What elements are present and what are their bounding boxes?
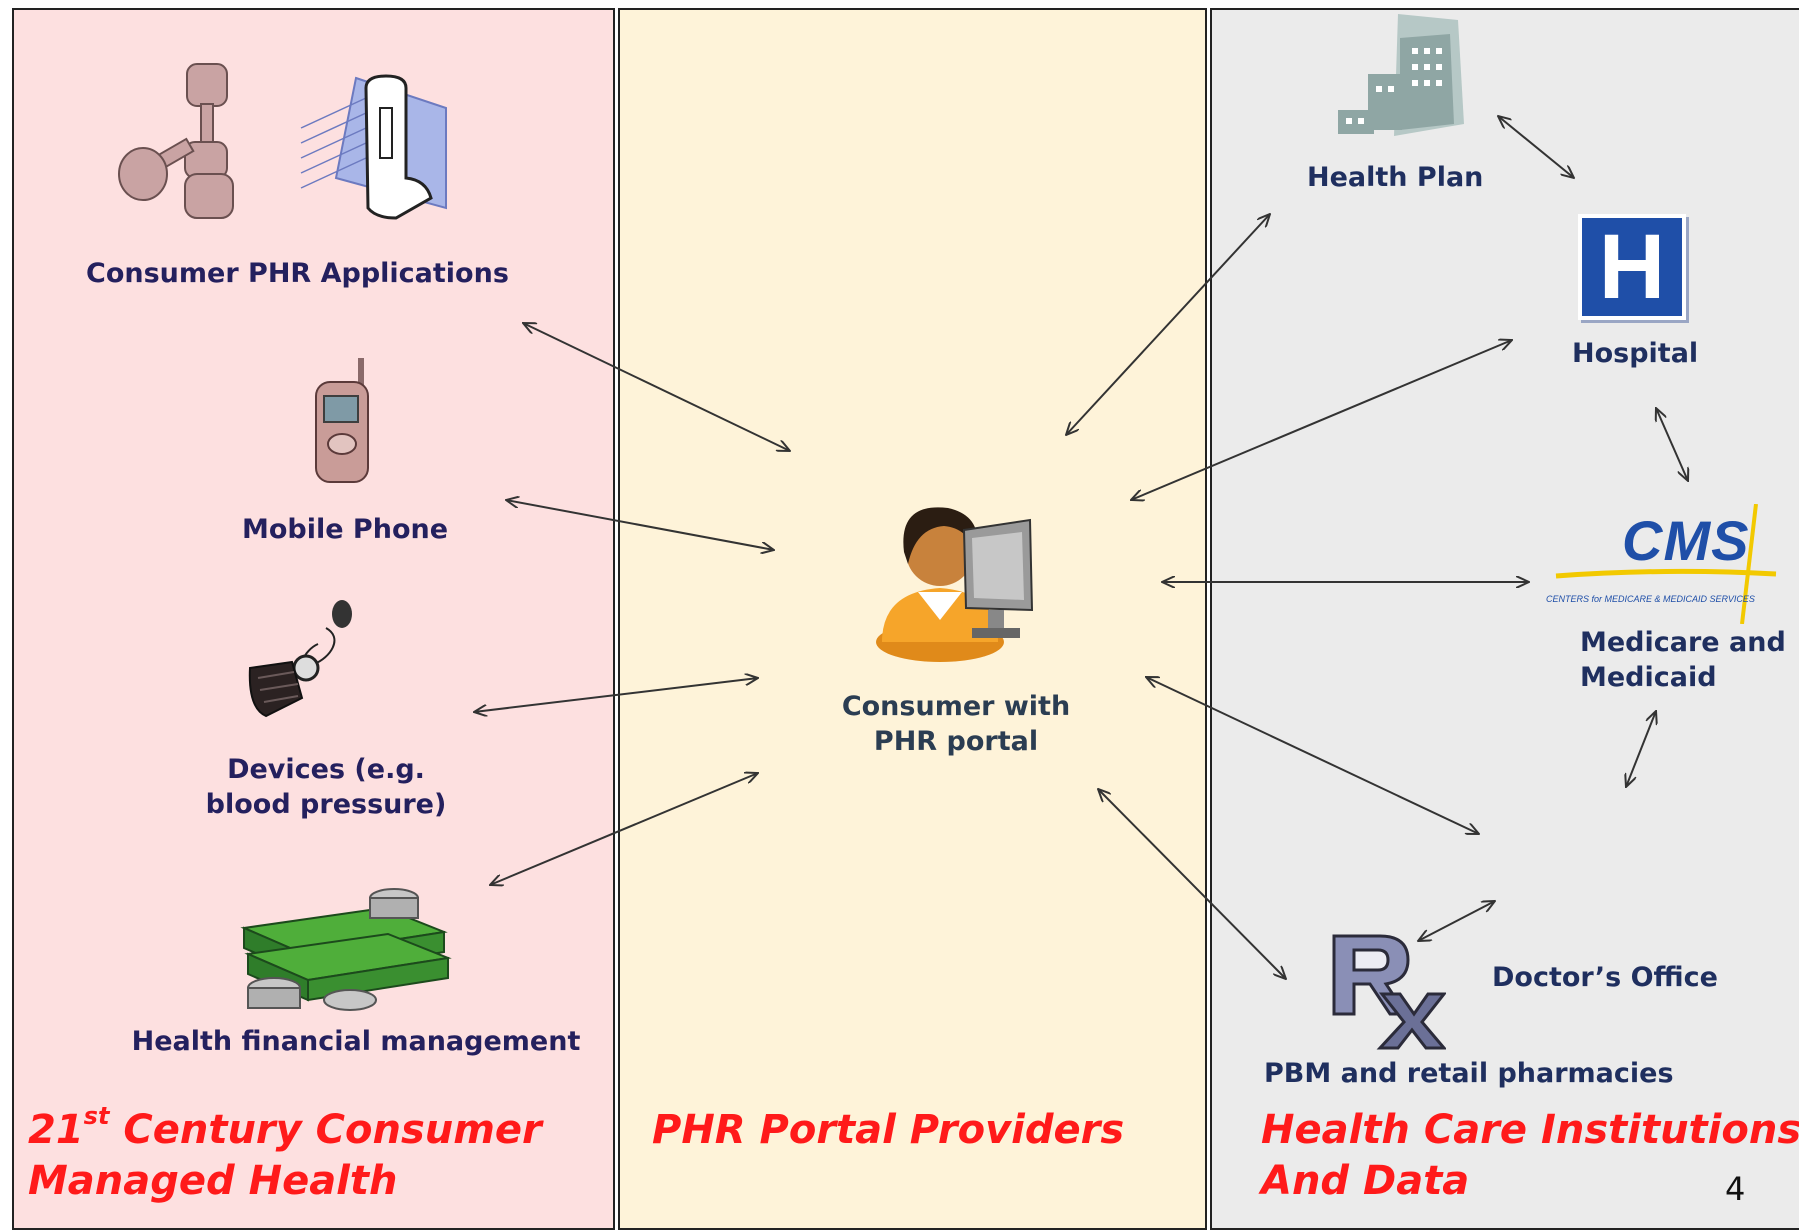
person-at-computer-icon — [876, 507, 1034, 662]
arrow-health-plan — [1066, 214, 1270, 435]
arrow-hospital — [1131, 340, 1512, 500]
mobile-phone-icon — [315, 358, 369, 483]
arrow-doctor — [1146, 677, 1479, 834]
left-heading-rest: Century Consumer — [109, 1107, 542, 1153]
arrow-apps — [523, 323, 790, 451]
right-column-heading-line1: Health Care Institutions — [1261, 1107, 1799, 1153]
cms-logo-icon: CMS CENTERS for MEDICARE & MEDICAID SERV… — [1546, 504, 1786, 624]
cms-logo-text: CMS — [1622, 509, 1750, 572]
left-column-heading-line1: 21st Century Consumer — [28, 1104, 542, 1156]
medicare-medicaid-label-line2: Medicaid — [1580, 662, 1717, 693]
middle-column-heading: PHR Portal Providers — [652, 1107, 1125, 1153]
mobile-phone-label: Mobile Phone — [241, 514, 449, 545]
devices-label-line2: blood pressure) — [205, 789, 447, 820]
hospital-h-letter: H — [1598, 216, 1666, 318]
left-heading-sup: st — [83, 1102, 110, 1130]
consumer-health-column — [12, 8, 615, 1230]
inhaler-icon — [300, 74, 447, 220]
health-plan-label: Health Plan — [1307, 162, 1484, 193]
health-financial-management-label: Health financial management — [131, 1026, 581, 1057]
dumbbell-icon — [118, 63, 234, 219]
institutions-column — [1210, 8, 1799, 1230]
health-plan-building-icon — [1338, 14, 1464, 136]
doctors-office-label: Doctor’s Office — [1492, 962, 1718, 993]
arrow-doctor-pharmacy — [1418, 901, 1495, 941]
arrow-financial — [490, 773, 758, 885]
consumer-with-phr-portal-label-line1: Consumer with — [841, 691, 1071, 722]
devices-label-line1: Devices (e.g. — [227, 754, 425, 785]
arrow-mobile — [506, 500, 774, 550]
right-column-heading-line2: And Data — [1261, 1158, 1470, 1204]
page-number: 4 — [1725, 1170, 1746, 1208]
left-column-heading-line2: Managed Health — [28, 1158, 398, 1204]
blood-pressure-cuff-icon — [248, 600, 352, 718]
consumer-phr-applications-label: Consumer PHR Applications — [86, 258, 509, 289]
arrow-plan-hospital — [1498, 116, 1574, 178]
arrow-cms-doctor — [1626, 711, 1656, 787]
money-stack-icon — [240, 888, 452, 1011]
pbm-retail-pharmacies-label: PBM and retail pharmacies — [1264, 1058, 1674, 1089]
cms-logo-subtitle: CENTERS for MEDICARE & MEDICAID SERVICES — [1546, 594, 1755, 604]
left-heading-prefix: 21 — [28, 1107, 84, 1153]
arrow-hospital-cms — [1656, 408, 1688, 481]
cms-logo-swoosh — [1555, 504, 1777, 624]
medicare-medicaid-label-line1: Medicare and — [1580, 627, 1786, 658]
rx-pharmacy-icon — [1332, 934, 1446, 1050]
hospital-label: Hospital — [1572, 338, 1699, 369]
hospital-h-icon: H — [1578, 214, 1686, 320]
arrow-devices — [474, 678, 758, 712]
consumer-with-phr-portal-label-line2: PHR portal — [873, 726, 1039, 757]
arrow-pharmacy — [1098, 789, 1286, 979]
